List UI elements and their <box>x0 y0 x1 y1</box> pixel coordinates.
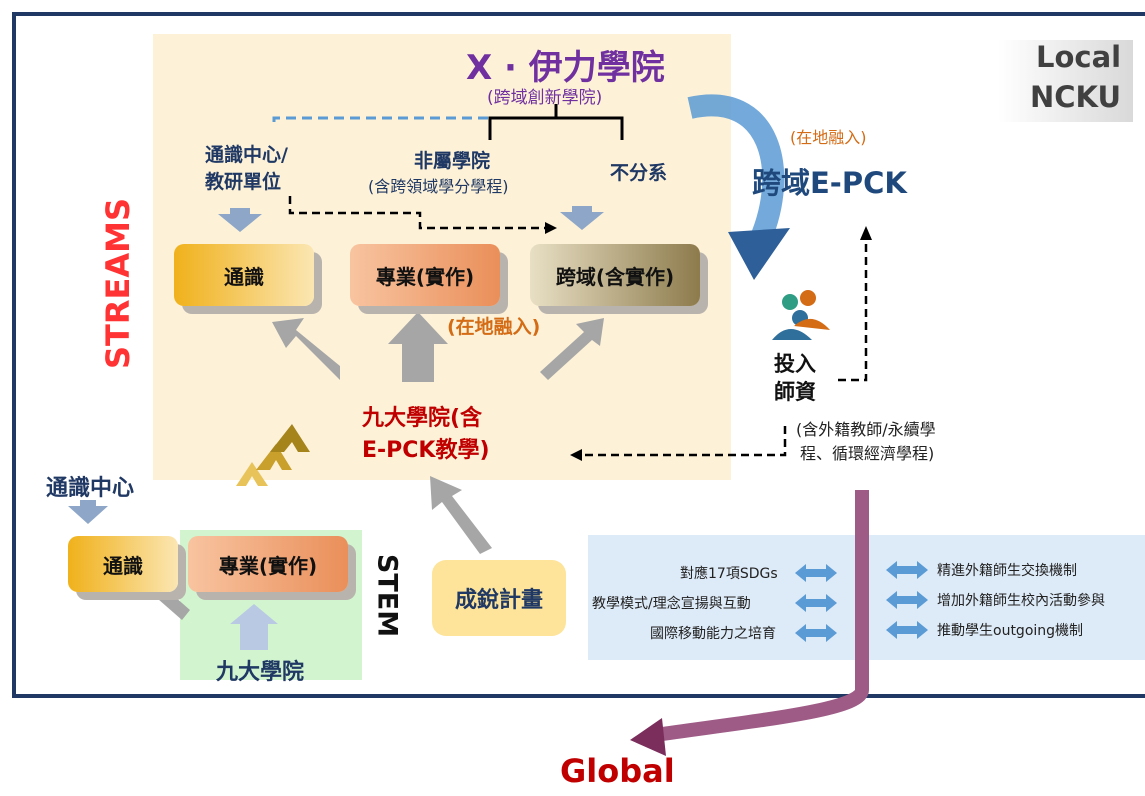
epck-title: 跨域E-PCK <box>752 166 907 200</box>
streams-cross-box: 跨域(含實作) <box>530 244 700 306</box>
non-college-label: 非屬學院 <box>414 150 491 172</box>
action-teaching-mode: 教學模式/理念宣揚與互動 <box>592 596 751 612</box>
local-label: Local <box>1036 40 1122 74</box>
faculty-note-line2: 程、循環經濟學程) <box>800 444 935 463</box>
local-integration-label: (在地融入) <box>447 316 541 338</box>
stem-major-box: 專業(實作) <box>188 536 348 592</box>
local-ncku-badge <box>998 40 1133 122</box>
general-center-label: 通識中心/ <box>205 144 288 166</box>
streams-general-box: 通識 <box>174 244 314 306</box>
nine-colleges-epck-line1: 九大學院(含 <box>362 406 483 431</box>
action-sdgs: 對應17項SDGs <box>680 566 778 582</box>
faculty-label-line2: 師資 <box>774 380 816 404</box>
stem-label: STEM <box>371 553 403 638</box>
action-outgoing: 推動學生outgoing機制 <box>937 623 1084 639</box>
faculty-note-line1: (含外籍教師/永續學 <box>796 420 936 439</box>
streams-label: STREAMS <box>99 197 137 369</box>
stem-colleges-label: 九大學院 <box>216 660 305 685</box>
plan-label: 成銳計畫 <box>454 588 543 613</box>
undeclared-label: 不分系 <box>610 162 668 184</box>
streams-major-box: 專業(實作) <box>350 244 500 306</box>
stem-general-box: 通識 <box>68 536 178 592</box>
action-campus-activities: 增加外籍師生校內活動參與 <box>937 593 1105 609</box>
page-title: X · 伊力學院 <box>466 48 665 88</box>
stem-general-center-label: 通識中心 <box>46 476 135 501</box>
non-college-note: (含跨領域學分學程) <box>368 177 509 196</box>
ncku-label: NCKU <box>1030 80 1122 114</box>
global-label: Global <box>560 752 675 790</box>
nine-colleges-epck-line2: E-PCK教學) <box>362 438 490 463</box>
research-unit-label: 教研單位 <box>205 171 282 193</box>
epck-note: (在地融入) <box>790 128 867 147</box>
action-mobility: 國際移動能力之培育 <box>650 626 776 642</box>
page-subtitle: (跨域創新學院) <box>487 88 603 108</box>
faculty-label-line1: 投入 <box>774 352 816 376</box>
plan-box: 成銳計畫 <box>432 560 566 636</box>
action-exchange: 精進外籍師生交換機制 <box>937 563 1077 579</box>
